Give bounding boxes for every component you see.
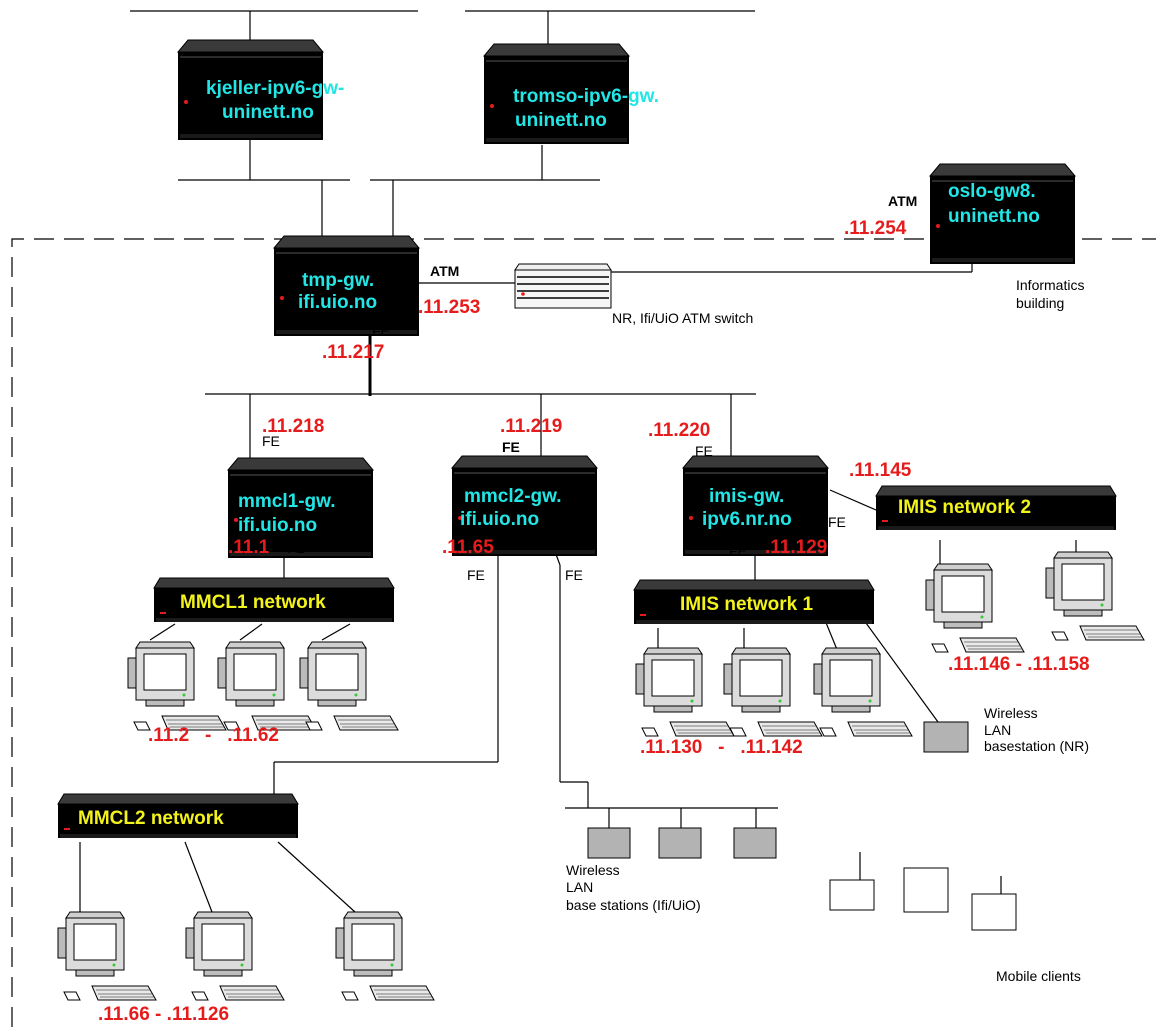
workstation [926,564,1024,652]
hub-mmcl2: MMCL2 network [58,794,298,838]
wlan-ifi-label-line3: base stations (Ifi/UiO) [566,897,701,913]
hub-imis1: IMIS network 1 [634,580,874,624]
workstation [128,642,226,730]
wlan-basestation-nr [924,722,968,752]
hub-imis2-label: IMIS network 2 [898,497,1031,518]
router-oslo-line2: uninett.no [948,206,1040,227]
router-tmp-line2: ifi.uio.no [298,292,377,313]
router-imis-line2: ipv6.nr.no [702,509,792,530]
ip-tmp-atm: .11.253 [418,297,480,318]
wlan-nr-label-line3: basestation (NR) [984,738,1089,754]
workstation [186,912,284,1000]
ip-range-imis2: .11.146 - .11.158 [948,654,1090,675]
workstation [300,642,398,730]
workstation [1046,552,1144,640]
atm-label-tmp: ATM [430,263,459,279]
router-mmcl2-line2: ifi.uio.no [460,509,539,530]
router-mmcl2-line1: mmcl2-gw. [464,486,562,507]
workstations-imis1 [636,648,912,736]
hub-imis2: IMIS network 2 [876,486,1116,530]
fe-label-imis-down: FE [729,543,747,559]
wlan-nr-label-line2: LAN [984,722,1011,738]
workstations-mmcl1 [128,642,398,730]
ip-mmcl2-up: .11.219 [500,416,562,437]
ip-imis-down: .11.129 [765,537,827,558]
workstation [636,648,734,736]
ip-imis2-side: .11.145 [849,460,912,481]
hub-mmcl2-label: MMCL2 network [78,808,224,829]
fe-label-tmp: FE [372,323,390,339]
fe-label-imis-side: FE [828,514,846,530]
workstations-imis2 [926,552,1144,652]
router-oslo-line1: oslo-gw8. [948,181,1036,202]
mobile-clients [830,868,1016,930]
ip-imis-up: .11.220 [648,420,710,441]
fe-label-mmcl1-down: FE [287,540,305,556]
building-label-line2: building [1016,295,1064,311]
ip-range-imis1: .11.130 - .11.142 [640,737,803,758]
ip-mmcl1-up: .11.218 [262,416,324,437]
router-imis-line1: imis-gw. [709,486,784,507]
router-tmp-line1: tmp-gw. [302,270,374,291]
router-mmcl1-line2: ifi.uio.no [238,515,317,536]
ip-range-mmcl2: .11.66 - .11.126 [98,1004,229,1025]
hub-mmcl1-label: MMCL1 network [180,592,326,613]
ip-range-mmcl1: .11.2 - .11.62 [148,725,279,746]
ip-mmcl1-down: .11.1 [228,537,270,558]
atm-switch-label: NR, Ifi/UiO ATM switch [612,310,753,326]
workstation [724,648,822,736]
workstation [814,648,912,736]
router-kjeller: kjeller-ipv6-gw- uninett.no [178,40,344,140]
workstation [336,912,434,1000]
router-kjeller-line1: kjeller-ipv6-gw- [206,78,344,99]
atm-label-oslo: ATM [888,193,917,209]
router-tmp: tmp-gw. ifi.uio.no [274,236,419,336]
building-label-line1: Informatics [1016,277,1084,293]
router-mmcl1-line1: mmcl1-gw. [238,491,336,512]
fe-label-mmcl2-right: FE [565,567,583,583]
router-tromso: tromso-ipv6-gw. uninett.no [484,44,659,144]
workstation [58,912,156,1000]
wlan-basestations-ifi [588,828,776,858]
ip-oslo-atm: .11.254 [844,218,907,239]
hub-mmcl1: MMCL1 network [154,578,394,622]
fe-label-mmcl2-left: FE [467,567,485,583]
wlan-nr-label-line1: Wireless [984,705,1038,721]
atm-switch [515,264,611,308]
mobile-clients-label: Mobile clients [996,968,1081,984]
ip-tmp-fe: .11.217 [322,342,384,363]
router-tromso-line2: uninett.no [515,110,607,131]
router-oslo: oslo-gw8. uninett.no [930,164,1075,264]
router-tromso-line1: tromso-ipv6-gw. [513,86,659,107]
fe-label-mmcl2-up: FE [502,439,520,455]
wlan-ifi-label-line2: LAN [566,879,593,895]
ip-mmcl2-down: .11.65 [442,537,494,558]
wlan-ifi-label-line1: Wireless [566,862,620,878]
workstations-mmcl2 [58,912,434,1000]
router-kjeller-line2: uninett.no [222,102,314,123]
fe-label-imis-up: FE [695,443,713,459]
hub-imis1-label: IMIS network 1 [680,594,813,615]
